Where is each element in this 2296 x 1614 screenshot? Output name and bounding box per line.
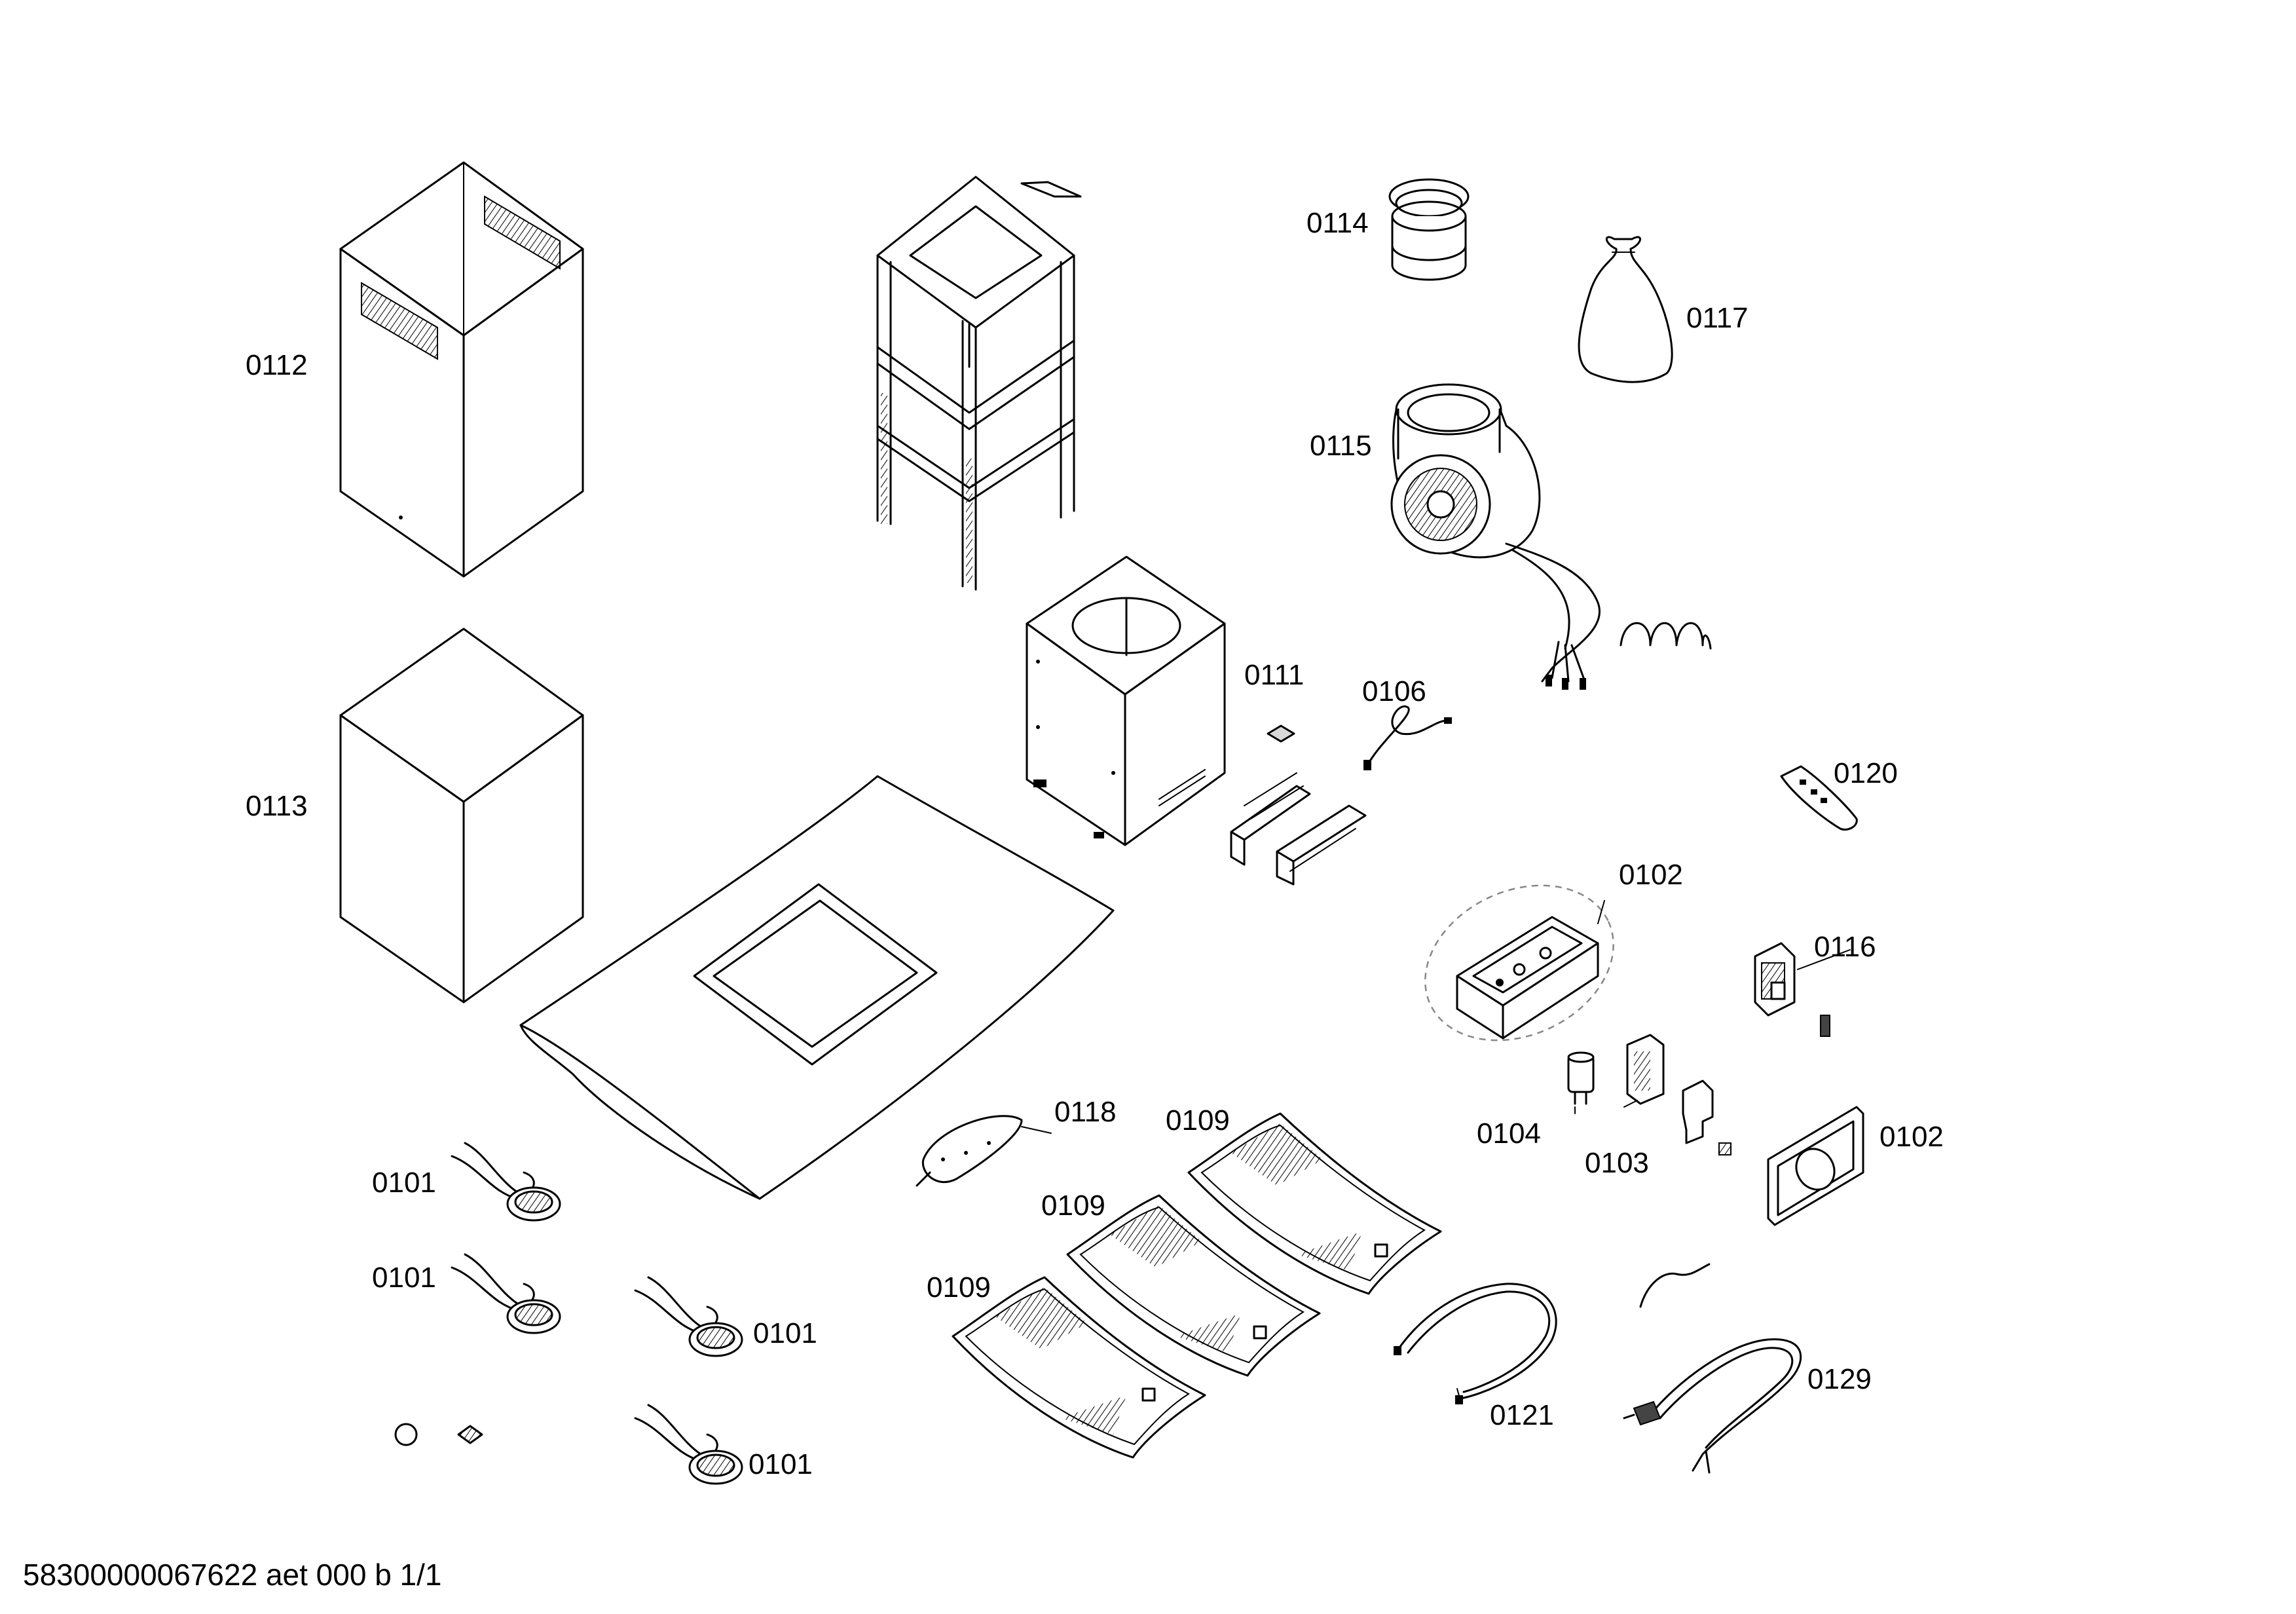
- part-clip-and-brackets: [1230, 724, 1367, 886]
- part-capacitor: [1567, 1051, 1595, 1105]
- label-0101-middle: 0101: [372, 1262, 436, 1294]
- part-lamp-holder: [916, 1115, 1023, 1187]
- document-footer: 58300000067622 aet 000 b 1/1: [23, 1558, 442, 1592]
- label-0114: 0114: [1306, 207, 1369, 239]
- label-0101-top: 0101: [372, 1167, 436, 1199]
- part-accessory-bag: [1578, 236, 1673, 383]
- part-relay-board: [1754, 942, 1830, 1037]
- label-0121: 0121: [1490, 1399, 1554, 1431]
- label-0118: 0118: [1054, 1096, 1117, 1128]
- label-0102-panel: 0102: [1879, 1121, 1944, 1153]
- part-lower-chimney-cover: [339, 628, 584, 1004]
- label-0111: 0111: [1244, 659, 1304, 691]
- label-0117: 0117: [1686, 302, 1749, 334]
- part-halogen-light-4: [634, 1404, 743, 1485]
- part-blower-motor: [1390, 383, 1712, 690]
- part-fan-housing: [1026, 555, 1226, 846]
- part-halogen-light-2: [451, 1253, 561, 1334]
- label-0106: 0106: [1362, 675, 1426, 707]
- label-0115: 0115: [1310, 430, 1372, 462]
- label-0116: 0116: [1814, 931, 1876, 963]
- part-duct-collar: [1388, 178, 1470, 281]
- part-halogen-light-1: [451, 1142, 561, 1222]
- part-electronics-housing: [1424, 884, 1614, 1042]
- part-halogen-light-3: [634, 1276, 743, 1357]
- label-0109-top: 0109: [1166, 1104, 1230, 1136]
- part-power-cord: [1623, 1338, 1802, 1474]
- label-0113: 0113: [246, 790, 308, 822]
- label-0101-right: 0101: [753, 1317, 817, 1349]
- label-0120: 0120: [1834, 757, 1898, 789]
- part-support-frame: [876, 176, 1082, 591]
- part-ring-and-nut: [394, 1423, 483, 1446]
- part-small-cable: [1363, 705, 1452, 770]
- part-control-panel: [1767, 1106, 1864, 1226]
- label-0104: 0104: [1477, 1117, 1541, 1150]
- label-0109-middle: 0109: [1041, 1190, 1105, 1222]
- part-remote-control: [1780, 765, 1858, 831]
- label-0101-bottom: 0101: [749, 1448, 813, 1480]
- part-grease-filter-1: [1187, 1112, 1442, 1295]
- label-0109-bottom: 0109: [927, 1271, 991, 1304]
- leader-lines: [1021, 900, 1851, 1401]
- part-small-wire: [1639, 1263, 1711, 1308]
- part-hood-canopy: [519, 775, 1115, 1200]
- part-upper-chimney-cover: [339, 161, 584, 578]
- label-0102-housing: 0102: [1619, 859, 1683, 891]
- part-cable-loop: [1394, 1283, 1557, 1404]
- label-0129: 0129: [1807, 1363, 1872, 1395]
- part-grease-filter-3: [952, 1276, 1206, 1459]
- label-0103: 0103: [1585, 1147, 1649, 1179]
- part-grease-filter-2: [1066, 1194, 1321, 1377]
- part-switch-module: [1626, 1034, 1665, 1105]
- part-mounting-bracket: [1682, 1079, 1731, 1155]
- label-0112: 0112: [246, 349, 308, 381]
